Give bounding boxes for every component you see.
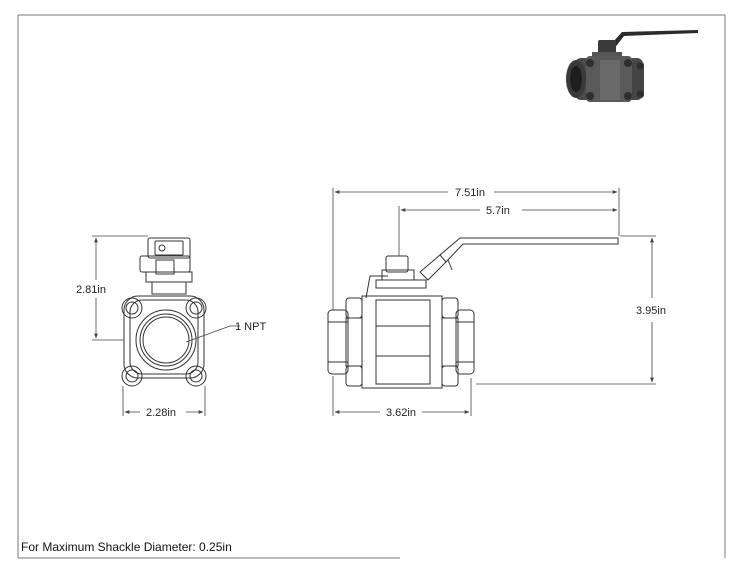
front-view [121,237,207,387]
front-height-label: 2.81in [76,284,106,296]
overall-length-label: 7.51in [455,187,485,199]
port-size-label: 1 NPT [235,321,266,333]
side-view [327,237,619,389]
side-view-dimensions [332,188,656,416]
handle-length-label: 5.7in [486,205,510,217]
body-length-label: 3.62in [386,407,416,419]
front-width-label: 2.28in [146,407,176,419]
sheet-border [17,14,726,559]
isometric-valve-preview [566,30,698,102]
shackle-note: For Maximum Shackle Diameter: 0.25in [21,540,232,554]
front-view-dimensions [92,235,240,416]
side-height-label: 3.95in [636,305,666,317]
